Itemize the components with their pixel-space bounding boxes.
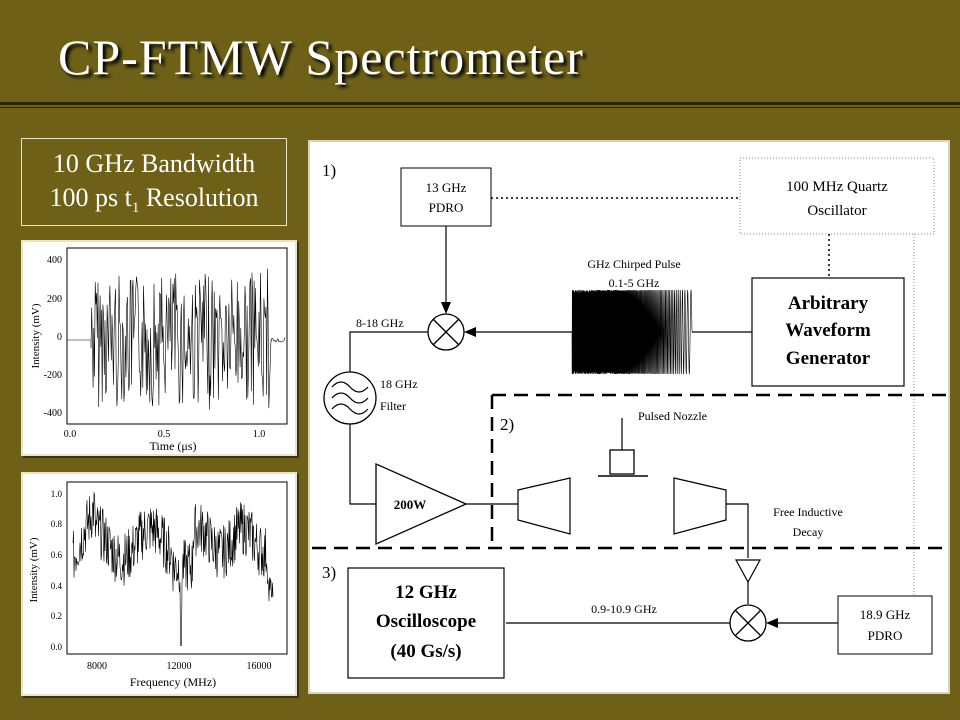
time-ytick: -400	[44, 408, 62, 419]
section-3-label: 3)	[322, 563, 336, 582]
time-xtick: 0.5	[158, 429, 171, 440]
time-ytick: -200	[44, 370, 62, 381]
time-yticks: 400 200 0 -200 -400	[44, 255, 62, 419]
freq-xticks: 8000 12000 16000	[87, 661, 272, 672]
amplifier-label: 200W	[394, 497, 427, 512]
time-plot-svg: 400 200 0 -200 -400 0.0 0.5 1.0 Intensit…	[30, 247, 288, 453]
time-domain-plot: 400 200 0 -200 -400 0.0 0.5 1.0 Intensit…	[21, 240, 297, 456]
time-ytick: 400	[47, 255, 62, 266]
scope-line1: 12 GHz	[395, 582, 457, 603]
section-2-label: 2)	[500, 415, 514, 434]
freq-xtick: 16000	[247, 661, 272, 672]
freq-ytick: 0.4	[51, 581, 63, 591]
freq-xtick: 8000	[87, 661, 107, 672]
scope-line3: (40 Gs/s)	[390, 641, 461, 662]
nozzle-label: Pulsed Nozzle	[638, 409, 707, 423]
chirp-label-line2: 0.1-5 GHz	[609, 276, 660, 290]
pdro-18-9ghz-line1: 18.9 GHz	[860, 607, 911, 622]
chirp-trace-path	[571, 289, 693, 375]
mixer-upconvert-icon	[427, 313, 465, 351]
filter-label-line1: 18 GHz	[380, 377, 418, 391]
quartz-line2: Oscillator	[807, 203, 866, 219]
time-ylabel: Intensity (mV)	[30, 303, 42, 368]
pulsed-nozzle-icon	[598, 418, 648, 477]
freq-xtick: 12000	[167, 661, 192, 672]
awg-line1: Arbitrary	[788, 293, 869, 314]
time-signal-trace	[67, 268, 286, 410]
quartz-oscillator-box	[739, 157, 935, 235]
chirp-waveform	[571, 289, 693, 375]
time-ytick: 0	[57, 332, 62, 343]
pdro-13ghz-box	[400, 167, 492, 227]
freq-ytick: 0.2	[51, 611, 62, 621]
pdro-13ghz-line2: PDRO	[429, 200, 464, 215]
amplifier-icon	[375, 462, 468, 546]
band-8-18-label: 8-18 GHz	[356, 316, 404, 330]
freq-ytick: 0.6	[51, 550, 63, 560]
slide-title: CP-FTMW Spectrometer	[58, 29, 584, 85]
pdro-13ghz-line1: 13 GHz	[426, 180, 467, 195]
filter-label-line2: Filter	[380, 399, 406, 413]
receive-horn-icon	[673, 477, 727, 535]
mixer-downconvert-icon	[729, 604, 767, 642]
freq-ytick: 0.8	[51, 519, 63, 529]
band-09-109-label: 0.9-10.9 GHz	[591, 602, 657, 616]
callout-line-1: 10 GHz Bandwidth	[52, 149, 256, 178]
freq-plot-svg: 1.0 0.8 0.6 0.4 0.2 0.0 8000 12000 16000…	[28, 481, 288, 689]
freq-yticks: 1.0 0.8 0.6 0.4 0.2 0.0	[51, 489, 63, 652]
freq-ylabel: Intensity (mV)	[28, 537, 40, 602]
low-noise-amp-icon	[734, 559, 762, 584]
title-rule	[0, 102, 960, 105]
time-trace-path	[67, 268, 286, 410]
freq-xlabel: Frequency (MHz)	[130, 675, 216, 689]
scope-line2: Oscilloscope	[376, 611, 476, 632]
fid-label-line1: Free Inductive	[773, 505, 843, 519]
chirp-label-line1: GHz Chirped Pulse	[587, 257, 680, 271]
freq-signal-trace	[72, 492, 274, 646]
title-rule-thin	[0, 107, 960, 108]
frequency-domain-plot: 1.0 0.8 0.6 0.4 0.2 0.0 8000 12000 16000…	[21, 472, 297, 696]
oscilloscope-box	[347, 567, 505, 679]
awg-line3: Generator	[786, 348, 871, 369]
bandpass-filter-icon	[323, 371, 377, 425]
pdro-18-9ghz-box	[837, 595, 933, 655]
time-xtick: 0.0	[64, 429, 77, 440]
time-xlabel: Time (μs)	[150, 439, 197, 453]
time-ytick: 200	[47, 294, 62, 305]
callout-line-2: 100 ps t1 Resolution	[49, 183, 259, 217]
bandwidth-callout: 10 GHz Bandwidth 100 ps t1 Resolution	[21, 138, 287, 226]
section-1-label: 1)	[322, 161, 336, 180]
time-xticks: 0.0 0.5 1.0	[64, 429, 266, 440]
pdro-18-9ghz-line2: PDRO	[868, 628, 903, 643]
block-diagram: 1) 2) 3) 13 GHz PDRO 100 MHz Quartz Osci…	[308, 140, 950, 694]
awg-line2: Waveform	[785, 320, 871, 341]
freq-trace-path	[72, 492, 274, 646]
quartz-line1: 100 MHz Quartz	[786, 179, 888, 195]
transmit-horn-icon	[517, 477, 571, 535]
awg-box	[751, 277, 905, 387]
freq-ytick: 0.0	[51, 642, 63, 652]
freq-ytick: 1.0	[51, 489, 63, 499]
time-xtick: 1.0	[253, 429, 266, 440]
fid-label-line2: Decay	[793, 525, 824, 539]
block-diagram-svg: 1) 2) 3) 13 GHz PDRO 100 MHz Quartz Osci…	[312, 157, 948, 679]
